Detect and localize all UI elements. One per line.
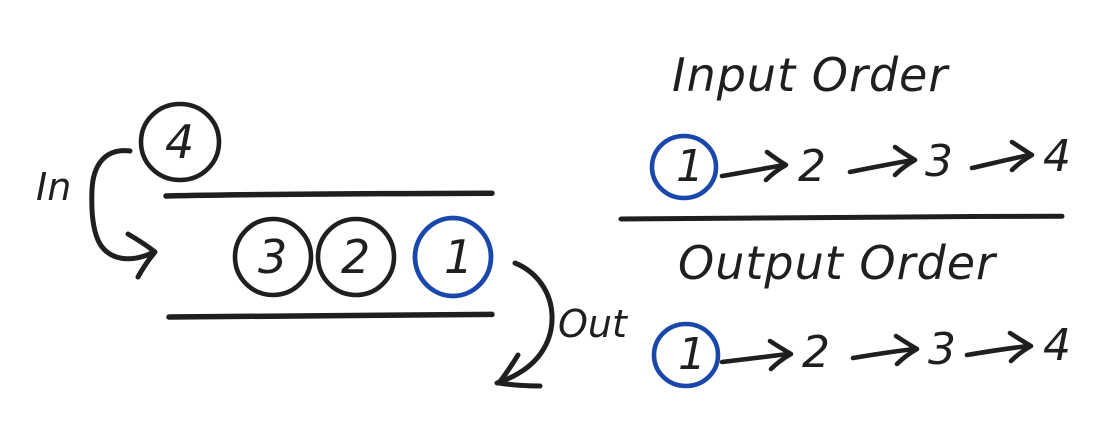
queue-element-1-highlighted: [412, 215, 494, 299]
output-order-first-highlight-circle: [651, 321, 721, 389]
queue-element-3: [232, 216, 314, 298]
out-arrow-icon: [494, 260, 555, 389]
output-order-arrow-2: [850, 333, 920, 367]
queue-bottom-rail: [166, 311, 495, 320]
input-order-arrow-3: [969, 139, 1035, 173]
output-order-arrow-1: [719, 338, 794, 372]
input-order-first-highlight-circle: [649, 133, 719, 201]
in-arrow-icon: [89, 148, 158, 280]
queue-element-2: [315, 216, 397, 298]
orders-divider-line: [618, 213, 1065, 222]
queue-incoming-element-4: [138, 101, 222, 183]
output-order-arrow-3: [964, 330, 1034, 364]
queue-top-rail: [163, 190, 495, 199]
input-order-arrow-1: [719, 149, 789, 183]
input-order-arrow-2: [847, 144, 918, 178]
